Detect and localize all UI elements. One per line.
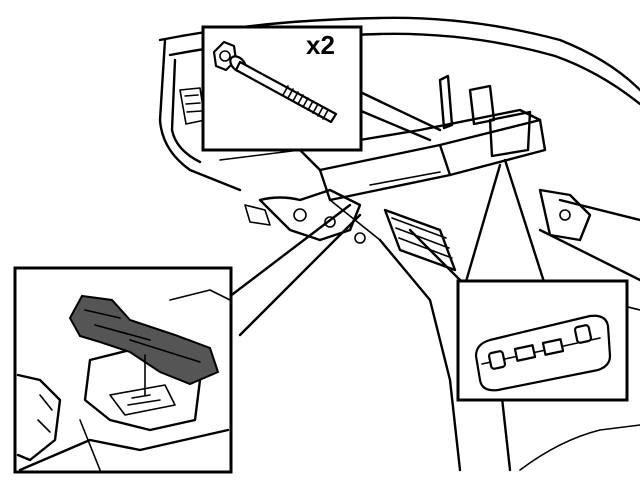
bracket-callout <box>456 279 629 402</box>
clip-callout <box>13 266 233 474</box>
bolt-icon <box>212 40 338 124</box>
bracket-icon <box>474 314 612 392</box>
bolt-quantity-label: x2 <box>306 30 335 60</box>
bolt-callout: x2 <box>201 25 363 152</box>
clip-icon <box>16 289 231 472</box>
